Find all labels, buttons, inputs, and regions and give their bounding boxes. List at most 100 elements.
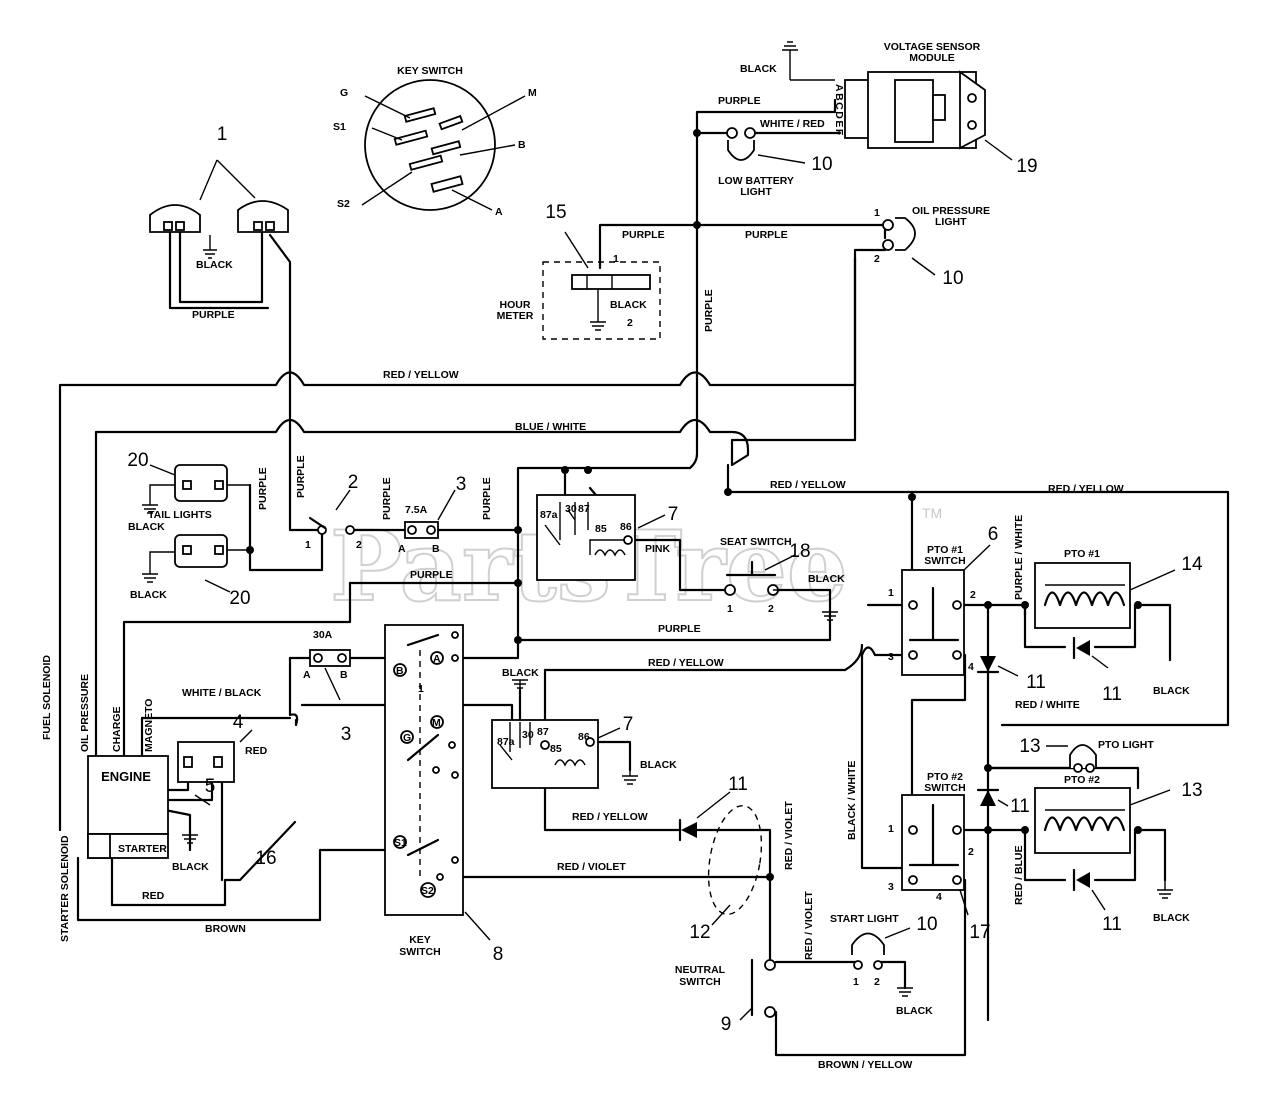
purple-white-label: PURPLE / WHITE xyxy=(1013,515,1025,600)
fuse-30a-term-a: A xyxy=(303,669,311,681)
ks-term-s2: S2 xyxy=(421,885,434,897)
callout-4: 4 xyxy=(233,712,244,733)
magneto-lead-label: MAGNETO xyxy=(143,699,155,752)
neutral-switch-line1: NEUTRAL xyxy=(675,964,726,976)
callout-18: 18 xyxy=(789,541,810,562)
watermark-trademark: TM xyxy=(922,505,942,521)
pto1-term-2: 2 xyxy=(970,589,976,601)
callout-11-neutral: 11 xyxy=(728,774,748,795)
pto1-term-4: 4 xyxy=(968,661,974,673)
key-m: M xyxy=(528,87,537,99)
callout-2: 2 xyxy=(348,472,359,493)
relay-lower xyxy=(491,679,638,789)
callout-15: 15 xyxy=(545,202,566,223)
purple-vertical-label: PURPLE xyxy=(703,289,715,332)
red-yellow-top: RED / YELLOW xyxy=(383,369,459,381)
key-g: G xyxy=(340,87,348,99)
seat-switch-label: SEAT SWITCH xyxy=(720,536,792,548)
sensor-purple-label: PURPLE xyxy=(718,95,761,107)
pto2-term-3: 3 xyxy=(888,881,894,893)
engine-red-label: RED xyxy=(142,890,165,902)
white-red-label: WHITE / RED xyxy=(760,118,825,130)
pto2-clutch xyxy=(1034,787,1171,854)
voltage-sensor-module xyxy=(782,41,1013,161)
charge-lead-label: CHARGE xyxy=(111,706,123,752)
pto1-switch xyxy=(901,544,991,676)
oil-pressure-line2: LIGHT xyxy=(935,216,967,228)
voltage-pins: ABCDEF xyxy=(833,84,845,137)
pto1-switch-line1: PTO #1 xyxy=(927,544,963,556)
callout-10-oil: 10 xyxy=(942,268,963,289)
callout-17: 17 xyxy=(969,922,990,943)
relay-lower-87a: 87a xyxy=(497,736,515,748)
fuse-30a-term-b: B xyxy=(340,669,348,681)
red-white-label: RED / WHITE xyxy=(1015,699,1080,711)
low-battery-line1: LOW BATTERY xyxy=(718,175,794,187)
starter-label: STARTER xyxy=(118,843,167,855)
pink-label: PINK xyxy=(645,543,671,555)
fuse-7-5a-term-b: B xyxy=(432,543,440,555)
oil-term-1: 1 xyxy=(874,207,880,219)
relay-lower-30: 30 xyxy=(522,729,534,741)
relay-lower-black: BLACK xyxy=(502,667,539,679)
pto2-switch-line1: PTO #2 xyxy=(927,771,963,783)
key-switch-bottom-line1: KEY xyxy=(409,934,431,946)
key-switch-bottom-line2: SWITCH xyxy=(399,946,440,958)
hour-meter-line2: METER xyxy=(497,310,534,322)
relay-lower-86: 86 xyxy=(578,731,590,743)
relay-lower-87: 87 xyxy=(537,726,549,738)
fuse-purple-left: PURPLE xyxy=(381,477,393,520)
switch-purple-label: PURPLE xyxy=(295,455,307,498)
red-yellow-right: RED / YELLOW xyxy=(1048,483,1124,495)
hour-term-1: 1 xyxy=(613,253,619,265)
white-black-label: WHITE / BLACK xyxy=(182,687,262,699)
relay-upper xyxy=(536,494,666,581)
pto2-term-1: 1 xyxy=(888,823,894,835)
fuel-solenoid-label: FUEL SOLENOID xyxy=(41,655,53,740)
pto1-clutch xyxy=(1034,562,1176,629)
diode-upper xyxy=(976,636,1109,677)
red-yellow-relay: RED / YELLOW xyxy=(770,479,846,491)
wires xyxy=(58,98,1230,1057)
headlights xyxy=(149,159,289,259)
pto1-switch-line2: SWITCH xyxy=(924,555,965,567)
red-violet-vertical-1: RED / VIOLET xyxy=(783,801,795,870)
key-s1: S1 xyxy=(333,121,346,133)
diode-neutral xyxy=(678,791,763,926)
junctions xyxy=(246,129,1142,881)
headlight-purple-label: PURPLE xyxy=(192,309,235,321)
hour-black-label: BLACK xyxy=(610,299,647,311)
switch-term-2: 2 xyxy=(356,539,362,551)
pto2-term-4: 4 xyxy=(936,891,942,903)
callout-12: 12 xyxy=(689,922,710,943)
blue-white-label: BLUE / WHITE xyxy=(515,421,586,433)
callout-13-light: 13 xyxy=(1019,736,1040,757)
brown-label: BROWN xyxy=(205,923,246,935)
neutral-switch-line2: SWITCH xyxy=(679,976,720,988)
seat-term-1: 1 xyxy=(727,603,733,615)
key-switch-block xyxy=(384,624,491,941)
callouts: 1 2 3 3 4 5 6 7 7 8 9 10 10 10 11 11 11 … xyxy=(127,124,1203,1035)
key-b: B xyxy=(518,139,526,151)
key-switch-round xyxy=(361,79,526,211)
callout-10-battery: 10 xyxy=(811,154,832,175)
pto2-black-label: BLACK xyxy=(1153,912,1190,924)
callout-1: 1 xyxy=(217,124,228,145)
callout-6: 6 xyxy=(988,524,999,545)
key-a: A xyxy=(495,206,503,218)
engine-black-label: BLACK xyxy=(172,861,209,873)
key-s2: S2 xyxy=(337,198,350,210)
seat-switch xyxy=(724,554,838,621)
pto1-clutch-label: PTO #1 xyxy=(1064,548,1100,560)
callout-3-upper: 3 xyxy=(456,474,467,495)
labels: KEY SWITCH G M S1 B S2 A BLACK PURPLE VO… xyxy=(41,41,1190,1071)
pto2-switch xyxy=(901,794,969,916)
purple-label-oil: PURPLE xyxy=(745,229,788,241)
pto-light-label: PTO LIGHT xyxy=(1098,739,1154,751)
callout-7-lower: 7 xyxy=(623,714,634,735)
tail-black-2: BLACK xyxy=(130,589,167,601)
fuse-7-5a-label: 7.5A xyxy=(405,504,428,516)
relay-lower-black-2: BLACK xyxy=(640,759,677,771)
callout-13-clutch: 13 xyxy=(1181,780,1202,801)
